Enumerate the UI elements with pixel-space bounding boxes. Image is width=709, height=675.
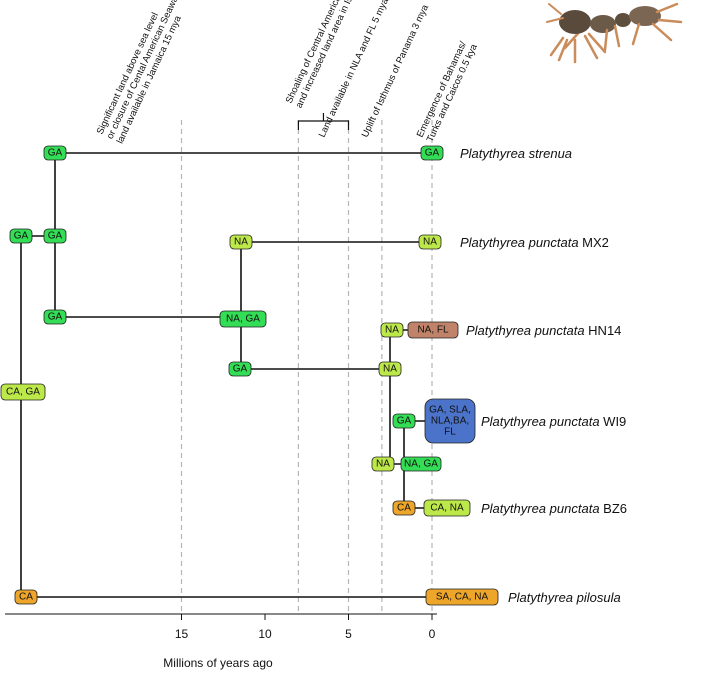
range-node-tip-wi9: GA, SLA,NLA,BA,FL [424, 398, 476, 444]
range-node-n-na-mx2: NA [229, 234, 253, 250]
range-node-n-na-1: NA [371, 456, 395, 472]
range-node-label: NA, GA [226, 314, 260, 325]
range-node-n-ga-top: GA [43, 145, 67, 161]
taxon-label: Platythyrea strenua [460, 146, 572, 161]
taxon-label: Platythyrea punctata HN14 [466, 323, 621, 338]
range-node-n-ca-pil: CA [14, 589, 38, 605]
range-node-label: GA [14, 231, 29, 242]
range-node-n-na-ga: NA, GA [219, 310, 267, 328]
range-node-label: NA [234, 237, 248, 248]
event-annotation: Significant land above sea levelor closu… [95, 0, 194, 146]
axis-tick-label: 10 [258, 627, 272, 641]
taxon-label: Platythyrea pilosula [508, 590, 621, 605]
time-axis: 15 10 5 0 [5, 613, 437, 641]
range-node-n-ga-wi9: GA [392, 413, 416, 429]
taxon-label: Platythyrea punctata MX2 [460, 235, 609, 250]
range-node-label: GA [233, 364, 248, 375]
range-node-n-ga-8: GA [228, 361, 252, 377]
range-node-n-ga-mid: GA [43, 228, 67, 244]
range-node-tip-bz6: CA, NA [423, 499, 471, 517]
range-node-label: NA, GA [404, 459, 438, 470]
range-node-label: NA, FL [417, 325, 449, 336]
range-node-n-ga-left: GA [9, 228, 33, 244]
range-node-tip-strenua: GA [420, 145, 444, 161]
range-node-label: NA [376, 459, 390, 470]
event-guide-lines [180, 113, 433, 612]
range-node-label: GA [48, 312, 63, 323]
range-node-root: CA, GA [0, 383, 46, 401]
axis-tick-label: 0 [429, 627, 436, 641]
range-node-label: NA [383, 364, 397, 375]
range-node-label: CA [397, 503, 411, 514]
range-node-tip-mx2: NA [418, 234, 442, 250]
range-node-label: CA, GA [6, 387, 40, 398]
range-node-tip-hn14: NA, FL [407, 321, 459, 339]
axis-title: Millions of years ago [163, 656, 273, 670]
range-node-label: FL [444, 427, 456, 438]
range-node-label: GA [425, 148, 440, 159]
event-annotation: Emergence of Bahamas/Turks and Caicos 0.… [415, 37, 480, 144]
range-node-label: NLA,BA, [431, 416, 469, 427]
range-node-tip-pilosula: SA, CA, NA [425, 588, 499, 606]
taxon-labels: Platythyrea strenua Platythyrea punctata… [460, 146, 627, 605]
event-annotation: Shoaling of Central American Seawayand i… [284, 0, 382, 110]
interval-bracket [297, 113, 350, 130]
range-node-label: SA, CA, NA [436, 592, 489, 603]
range-node-label: GA, SLA, [429, 405, 471, 416]
range-node-label: CA [19, 592, 33, 603]
range-node-n-na-hn14: NA [380, 322, 404, 338]
axis-tick-label: 15 [175, 627, 189, 641]
event-annotations: Significant land above sea levelor closu… [95, 0, 480, 146]
range-node-label: GA [397, 416, 412, 427]
range-node-n-ga-low: GA [43, 309, 67, 325]
range-node-n-na-2: NA [378, 361, 402, 377]
range-node-n-na-ga-wi: NA, GA [400, 456, 442, 472]
range-node-label: NA [385, 325, 399, 336]
axis-tick-label: 5 [345, 627, 352, 641]
taxon-label: Platythyrea punctata BZ6 [481, 501, 627, 516]
taxon-label: Platythyrea punctata WI9 [481, 414, 626, 429]
range-node-n-ca-bz6: CA [392, 500, 416, 516]
ant-image [546, 2, 683, 64]
range-node-label: NA [423, 237, 437, 248]
range-node-label: CA, NA [430, 503, 464, 514]
range-node-label: GA [48, 231, 63, 242]
range-node-label: GA [48, 148, 63, 159]
ancestral-range-nodes: CA, GA GA GA GA GA NA, GA NA GA NA NA NA NA, GA GA CA… [0, 145, 499, 606]
